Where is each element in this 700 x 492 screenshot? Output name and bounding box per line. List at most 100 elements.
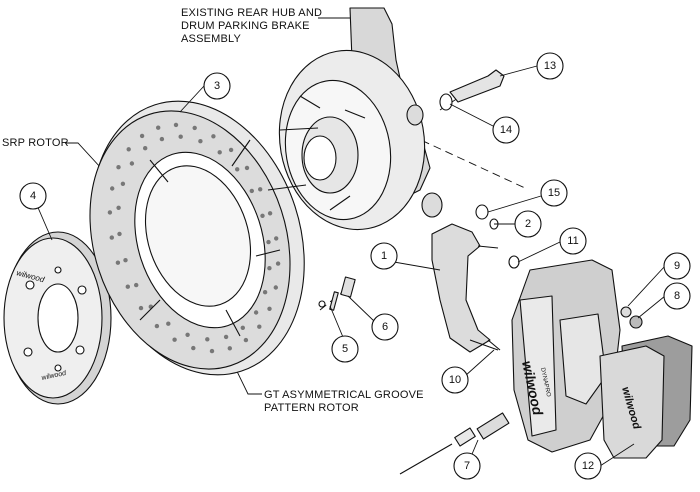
svg-text:9: 9	[674, 260, 680, 272]
rotor-drill-hole	[275, 261, 281, 266]
washer-15	[475, 204, 489, 220]
rotor-drill-hole	[274, 236, 279, 241]
svg-text:2: 2	[525, 218, 531, 230]
caliper-nuts-part	[469, 306, 643, 351]
svg-text:15: 15	[548, 187, 560, 199]
svg-text:10: 10	[449, 374, 461, 386]
caliper-mount-bolt-part	[399, 412, 510, 475]
gt-rotor-label-line2: PATTERN ROTOR	[264, 402, 359, 414]
svg-text:12: 12	[582, 460, 594, 472]
caliper-bracket-part	[431, 223, 501, 353]
svg-text:8: 8	[674, 290, 680, 302]
callout-6: 6	[371, 313, 399, 341]
rotor-drill-hole	[159, 136, 165, 142]
rotor-bolt-part	[318, 276, 356, 311]
callout-11: 11	[559, 227, 587, 255]
rotor-drill-hole	[227, 346, 232, 351]
rotor-drill-hole	[257, 324, 262, 329]
gt-rotor-label-line1: GT ASYMMETRICAL GROOVE	[264, 389, 424, 401]
stud-10	[469, 339, 499, 351]
svg-text:3: 3	[214, 80, 220, 92]
rotor-hat-part: wilwood wilwood	[3, 231, 112, 405]
rotor-drill-hole	[192, 125, 197, 131]
rotor-drill-hole	[172, 337, 177, 342]
rotor-drill-hole	[228, 147, 234, 153]
rotor-drill-hole	[143, 146, 148, 151]
svg-text:6: 6	[382, 321, 388, 333]
rotor-part	[89, 100, 305, 376]
rotor-drill-hole	[154, 323, 160, 329]
rotor-drill-hole	[211, 134, 216, 139]
rotor-drill-hole	[262, 290, 268, 295]
rotor-drill-hole	[191, 345, 196, 351]
rotor-drill-hole	[253, 310, 259, 315]
bolt-13	[449, 69, 505, 103]
callout-15: 15	[540, 179, 568, 207]
srp-rotor-label: SRP ROTOR	[2, 137, 69, 149]
rotor-drill-hole	[244, 165, 250, 171]
callout-5: 5	[331, 335, 359, 363]
nut-9	[620, 306, 632, 318]
hub-label-line1: EXISTING REAR HUB AND	[181, 7, 322, 19]
hub-label-line2: DRUM PARKING BRAKE	[181, 20, 310, 32]
rotor-drill-hole	[240, 325, 245, 330]
rotor-drill-hole	[267, 211, 273, 216]
hub-alignment-dash	[409, 134, 526, 189]
callout-10: 10	[441, 366, 469, 394]
rotor-drill-hole	[205, 337, 210, 342]
rotor-drill-hole	[115, 260, 121, 265]
svg-text:1: 1	[381, 250, 387, 262]
callout-12: 12	[574, 452, 602, 480]
rotor-drill-hole	[156, 125, 161, 130]
rotor-drill-hole	[110, 186, 115, 191]
rotor-drill-hole	[109, 235, 115, 240]
gt-rotor-label: GT ASYMMETRICAL GROOVE PATTERN ROTOR	[264, 389, 424, 414]
rotor-drill-hole	[116, 165, 121, 170]
svg-text:13: 13	[544, 60, 556, 72]
svg-text:7: 7	[464, 460, 470, 472]
rotor-drill-hole	[273, 285, 278, 290]
rotor-drill-hole	[266, 239, 271, 245]
rotor-drill-hole	[260, 213, 265, 218]
brake-pads-part: wilwood	[599, 335, 693, 459]
callout-2: 2	[514, 210, 542, 238]
rotor-drill-hole	[267, 266, 272, 271]
rotor-drill-hole	[126, 147, 131, 152]
rotor-drill-hole	[116, 205, 121, 210]
rotor-drill-hole	[258, 187, 263, 192]
rotor-drill-hole	[117, 231, 122, 237]
hub-label-line3: ASSEMBLY	[181, 33, 242, 45]
rotor-drill-hole	[123, 258, 128, 263]
rotor-drill-hole	[134, 282, 139, 288]
rotor-drill-hole	[139, 133, 145, 139]
svg-text:5: 5	[342, 343, 348, 355]
wheel-studs	[267, 95, 366, 211]
nut-8	[629, 315, 643, 329]
svg-text:14: 14	[500, 124, 512, 136]
hub-label: EXISTING REAR HUB AND DRUM PARKING BRAKE…	[181, 7, 322, 45]
callout-8: 8	[663, 282, 691, 310]
rotor-drill-hole	[249, 188, 254, 194]
caliper-part: wilwood DYNAPRO	[511, 259, 621, 453]
rotor-drill-hole	[138, 305, 144, 311]
callout-3: 3	[203, 72, 231, 100]
rotor-drill-hole	[185, 332, 190, 337]
hub-assembly-part	[267, 7, 443, 231]
callout-7: 7	[453, 452, 481, 480]
callout-1: 1	[370, 242, 398, 270]
rotor-drill-hole	[267, 306, 272, 311]
rotor-drill-hole	[243, 337, 249, 343]
washer-14	[439, 93, 453, 111]
rotor-drill-hole	[235, 167, 240, 172]
rotor-drill-hole	[120, 181, 126, 186]
washer-11	[508, 255, 520, 269]
rotor-drill-hole	[223, 334, 229, 340]
bolt-alignment-dash	[319, 281, 356, 311]
callout-14: 14	[492, 116, 520, 144]
rotor-drill-hole	[125, 284, 130, 289]
callout-13: 13	[536, 52, 564, 80]
callout-4: 4	[19, 182, 47, 210]
rotor-drill-hole	[178, 134, 183, 139]
